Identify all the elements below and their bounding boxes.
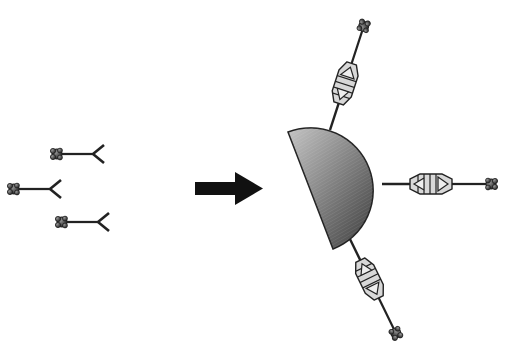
reaction-arrow xyxy=(195,172,263,205)
bound-arm-right xyxy=(380,172,499,196)
free-molecule-1 xyxy=(49,143,106,165)
bound-arm-top xyxy=(319,15,377,135)
core-particle xyxy=(287,127,374,250)
free-molecule-3 xyxy=(54,211,111,233)
bound-arm-bottom xyxy=(337,229,409,345)
free-molecule-2 xyxy=(6,178,63,200)
free-molecules xyxy=(6,143,111,233)
